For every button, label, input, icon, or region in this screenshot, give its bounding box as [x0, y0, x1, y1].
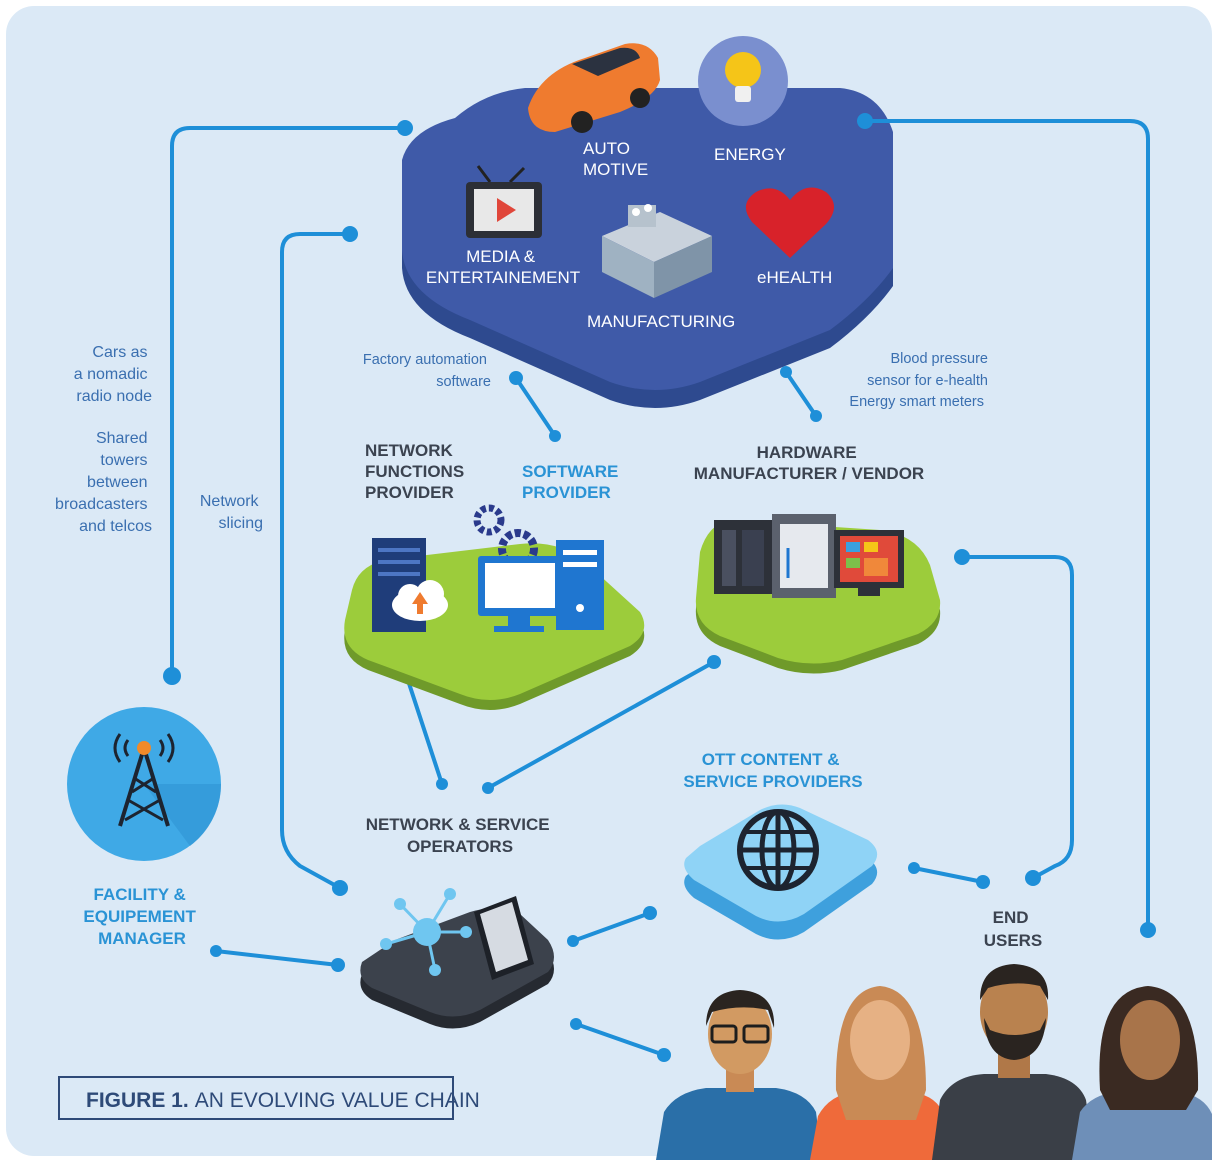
woman-with-dark-hair-icon [1072, 986, 1212, 1160]
caption-title: AN EVOLVING VALUE CHAIN [195, 1089, 480, 1112]
connectors [163, 113, 1156, 1062]
network-slicing-note: Network slicing [200, 493, 263, 532]
bearded-man-icon [932, 964, 1094, 1160]
figure-caption: FIGURE 1. AN EVOLVING VALUE CHAIN [58, 1076, 480, 1120]
facility-manager-node [67, 707, 222, 861]
automotive-label: AUTO MOTIVE [583, 139, 648, 179]
factory-icon [602, 204, 712, 298]
caption-text: FIGURE 1. AN EVOLVING VALUE CHAIN [86, 1089, 480, 1112]
factory-software-note: Factory automation software [363, 352, 491, 390]
shared-towers-note: Shared towers between broadcasters and t… [55, 430, 152, 535]
hardware-vendor-label: HARDWARE MANUFACTURER / VENDOR [694, 443, 924, 483]
media-label: MEDIA & ENTERTAINEMENT [426, 247, 580, 287]
end-users-people [656, 964, 1212, 1160]
operators-platform [360, 888, 554, 1029]
network-hub-icon [380, 888, 472, 976]
tablet-icon [474, 896, 534, 980]
desktop-computer-icon [478, 540, 604, 632]
software-provider-label: SOFTWARE PROVIDER [522, 462, 623, 502]
gear-icon [473, 504, 538, 569]
radio-tower-icon [113, 733, 175, 827]
hardware-examples-note: Blood pressure sensor for e-health Energ… [849, 351, 992, 410]
person-with-glasses-icon [656, 990, 822, 1160]
tv-icon [466, 165, 542, 238]
cars-nomadic-note: Cars as a nomadic radio node [74, 344, 152, 405]
ehealth-label: eHEALTH [757, 268, 832, 287]
server-hardware-icon [714, 514, 836, 598]
lightbulb-icon [698, 36, 788, 126]
caption-figure-number: FIGURE 1. [86, 1089, 189, 1112]
manufacturing-label: MANUFACTURING [587, 312, 735, 331]
monitor-dashboard-icon [834, 530, 904, 596]
energy-label: ENERGY [714, 145, 786, 164]
end-users-label: END USERS [984, 908, 1043, 950]
ott-providers-label: OTT CONTENT & SERVICE PROVIDERS [683, 750, 862, 791]
facility-manager-label: FACILITY & EQUIPEMENT MANAGER [83, 885, 200, 948]
heart-icon [745, 187, 834, 258]
operators-label: NETWORK & SERVICE OPERATORS [366, 815, 555, 856]
hardware-platform [695, 514, 941, 674]
network-functions-provider-label: NETWORK FUNCTIONS PROVIDER [365, 441, 469, 502]
car-icon [528, 43, 660, 133]
ott-platform [684, 804, 878, 940]
provider-platform [344, 504, 645, 710]
cloud-upload-icon [392, 580, 448, 621]
globe-icon [737, 809, 819, 891]
woman-with-long-hair-icon [810, 986, 950, 1160]
industries-platform: AUTO MOTIVE ENERGY MEDIA & ENTERTAINEMEN… [402, 36, 893, 408]
